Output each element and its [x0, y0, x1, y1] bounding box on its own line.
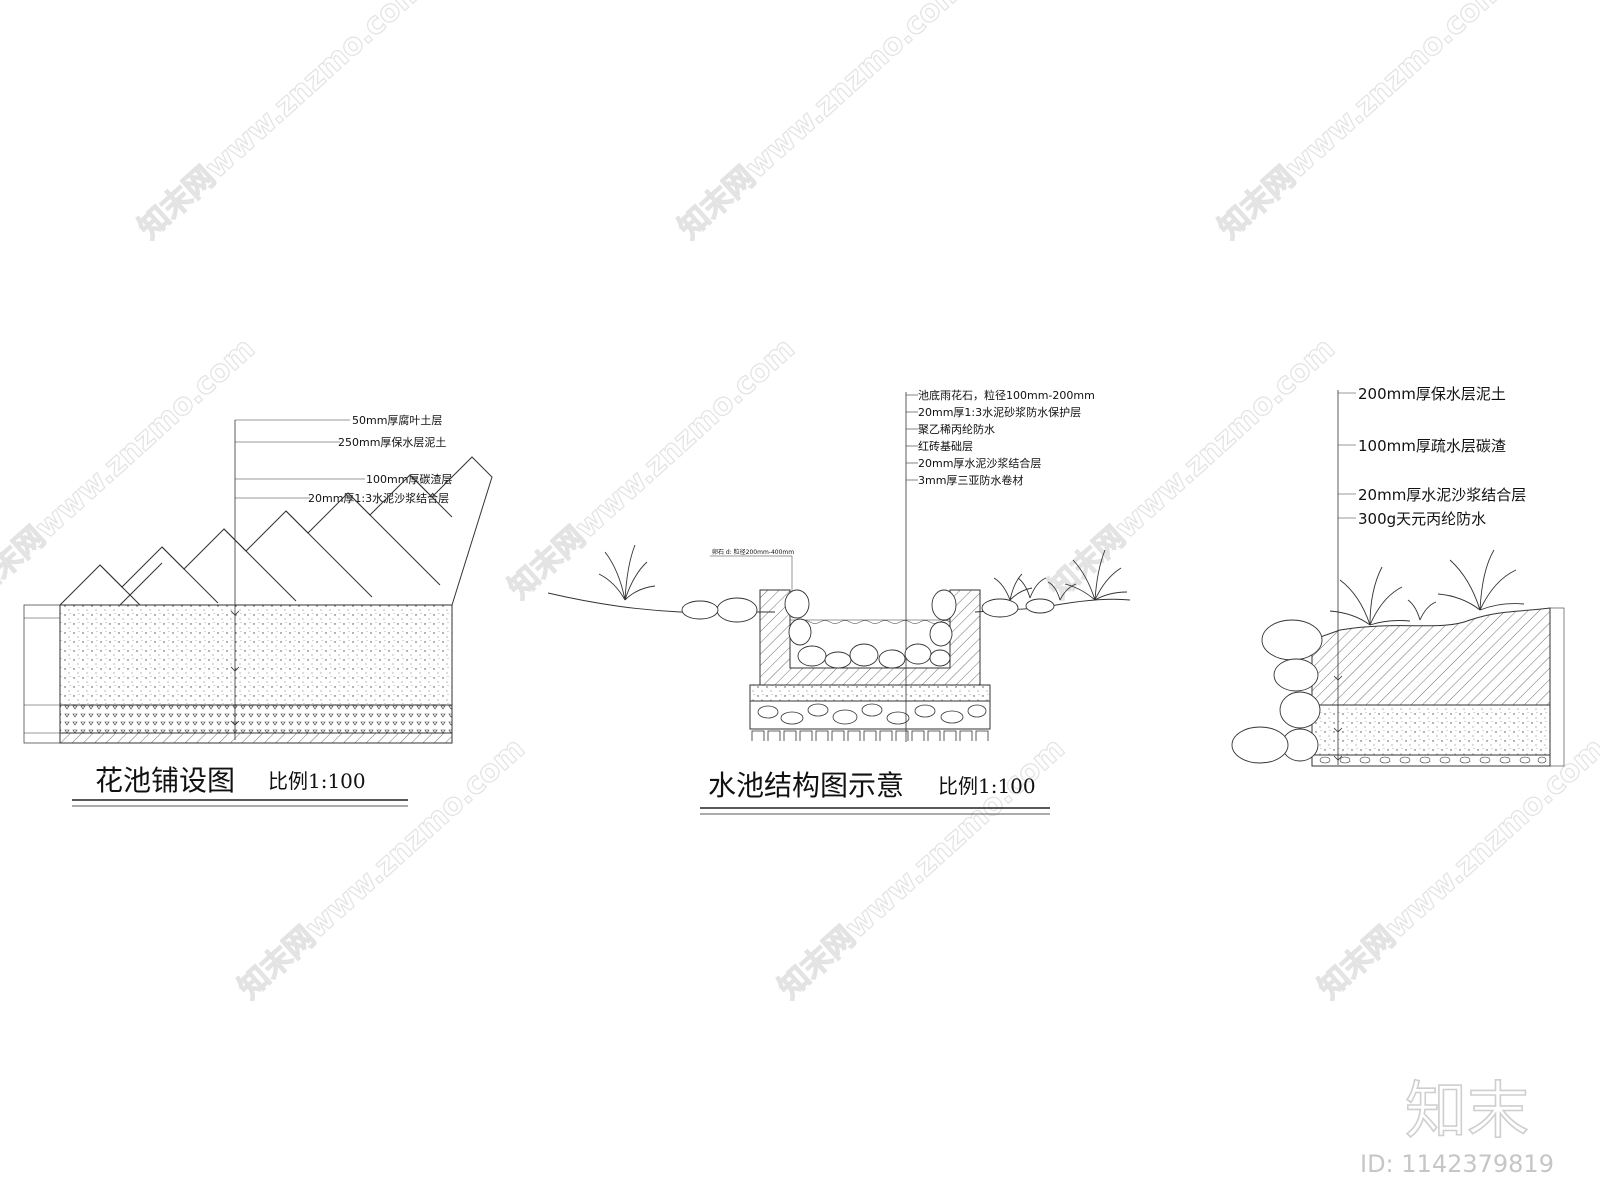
watermark-tile: 知末网www.znzmo.com — [1042, 331, 1342, 606]
planter-soil — [1311, 607, 1551, 706]
watermark-tile: 知末网www.znzmo.com — [1212, 0, 1512, 246]
planter-plants — [1329, 549, 1525, 626]
watermark-tile: 知末网www.znzmo.com — [502, 331, 802, 606]
brand-watermark: 知末 — [1405, 1074, 1529, 1147]
mortar-layer — [59, 732, 453, 744]
soil-layer — [59, 604, 453, 706]
pond-pebbles — [681, 589, 1055, 669]
pond-layer-label: 20mm厚1:3水泥砂浆防水保护层 — [918, 405, 1081, 419]
pond-side-note: 卵石 d: 粒径200mm-400mm — [712, 548, 794, 556]
flower-bed-layer-label: 100mm厚碳渣层 — [366, 472, 452, 486]
planter-layer-label: 100mm厚疏水层碳渣 — [1358, 437, 1506, 455]
pond-layer-label: 红砖基础层 — [918, 439, 973, 453]
flower-bed-title: 花池铺设图 — [95, 764, 235, 797]
flower-bed-section: 50mm厚腐叶土层 250mm厚保水层泥土 100mm厚碳渣层 20mm厚1:3… — [23, 413, 493, 807]
flower-bed-scale: 比例1:100 — [268, 769, 366, 793]
planter-layer-label: 20mm厚水泥沙浆结合层 — [1358, 486, 1526, 504]
planter-layer-label: 300g天元丙纶防水 — [1358, 510, 1486, 528]
pond-layer-label: 20mm厚水泥沙浆结合层 — [918, 456, 1041, 470]
planter-section: 200mm厚保水层泥土 100mm厚疏水层碳渣 20mm厚水泥沙浆结合层 300… — [1231, 385, 1565, 767]
gravel-layer — [59, 704, 453, 734]
watermark-tile: 知末网www.znzmo.com — [672, 0, 972, 246]
image-id: ID: 1142379819 — [1360, 1150, 1554, 1178]
watermark-tile: 知末网www.znzmo.com — [132, 0, 432, 246]
pond-scale: 比例1:100 — [938, 774, 1036, 798]
watermark-tile: 知末网www.znzmo.com — [1312, 731, 1600, 1006]
pond-plants — [598, 544, 1128, 601]
pond-layer-label: 聚乙稀丙纶防水 — [918, 422, 995, 436]
rubble-base — [749, 700, 991, 730]
planter-boulders — [1231, 619, 1323, 764]
watermark-tile: 知末网www.znzmo.com — [0, 331, 262, 606]
planter-layer-label: 200mm厚保水层泥土 — [1358, 385, 1506, 403]
pond-layer-label: 3mm厚三亚防水卷材 — [918, 473, 1023, 487]
flower-bed-layer-label: 20mm厚1:3水泥沙浆结合层 — [308, 491, 449, 505]
pond-section: 池底雨花石，粒径100mm-200mm 20mm厚1:3水泥砂浆防水保护层 聚乙… — [547, 388, 1131, 815]
diamond-paving — [59, 456, 493, 606]
pond-layer-label: 池底雨花石，粒径100mm-200mm — [918, 388, 1095, 402]
flower-bed-layer-label: 250mm厚保水层泥土 — [338, 435, 446, 449]
pond-title: 水池结构图示意 — [708, 769, 904, 802]
flower-bed-layer-label: 50mm厚腐叶土层 — [352, 413, 442, 427]
